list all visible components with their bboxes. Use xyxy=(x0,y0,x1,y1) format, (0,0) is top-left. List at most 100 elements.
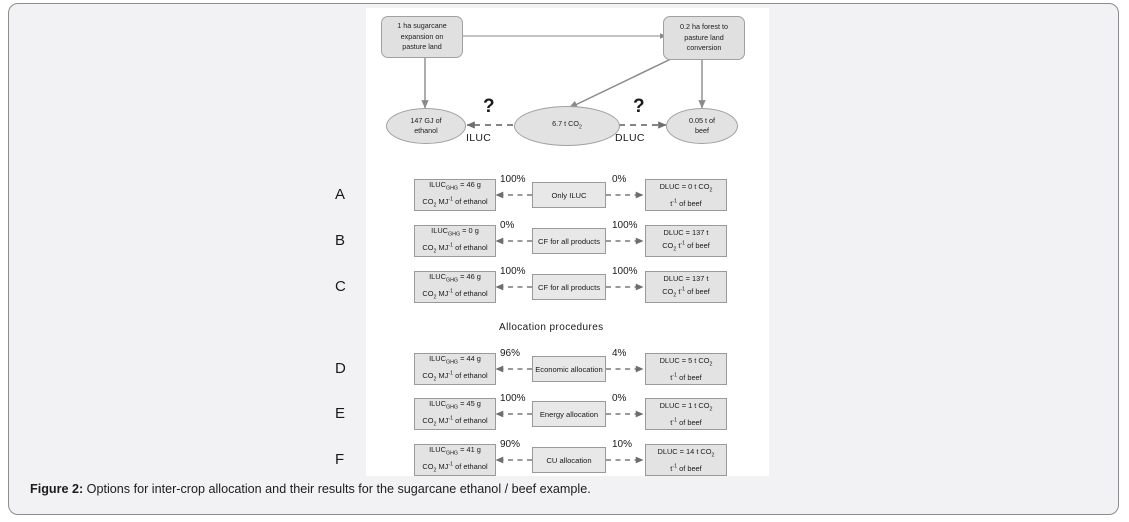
iluc-label-f: ILUCGHG = 41 g CO2 MJ-1 of ethanol xyxy=(422,444,487,476)
row-letter-b: B xyxy=(335,232,346,249)
iluc-unit: CO2 MJ-1 of ethanol xyxy=(422,196,488,209)
caption-text: Options for inter-crop allocation and th… xyxy=(83,482,591,496)
iluc-subscript: GHG xyxy=(445,277,459,284)
allocation-method-label: CF for all products xyxy=(537,282,601,292)
dluc-text: DLUC = 14 t CO2 t-1 of beef xyxy=(658,446,715,474)
allocation-method-label: CF for all products xyxy=(537,236,601,246)
node-co2-emissions: 6.7 t CO2 xyxy=(514,106,620,146)
dluc-line1: DLUC = 1 t CO2 xyxy=(659,401,713,413)
iluc-unit: CO2 MJ-1 of ethanol xyxy=(422,288,488,301)
dluc-result-box-f: DLUC = 14 t CO2 t-1 of beef xyxy=(645,444,727,476)
dluc-text: DLUC = 1 t CO2 t-1 of beef xyxy=(660,400,713,428)
dluc-line2: t-1 of beef xyxy=(670,417,702,427)
iluc-name: ILUC xyxy=(429,179,446,189)
node-beef-output: 0.05 t of beef xyxy=(666,108,738,144)
iluc-unit: CO2 MJ-1 of ethanol xyxy=(422,370,488,383)
dluc-text: DLUC = 137 t CO2 t-1 of beef xyxy=(662,273,710,301)
iluc-label-a: ILUCGHG = 46 g CO2 MJ-1 of ethanol xyxy=(422,179,487,211)
iluc-name: ILUC xyxy=(429,353,446,363)
iluc-subscript: GHG xyxy=(445,450,459,457)
node-ethanol-output: 147 GJ of ethanol xyxy=(386,108,466,144)
dluc-line2: CO2 t-1 of beef xyxy=(662,240,710,252)
allocation-method-box-e: Energy allocation xyxy=(532,401,606,427)
allocation-method-box-c: CF for all products xyxy=(532,274,606,300)
iluc-label-b: ILUCGHG = 0 g CO2 MJ-1 of ethanol xyxy=(422,225,487,257)
dluc-line1: DLUC = 14 t CO2 xyxy=(657,447,715,459)
dluc-result-box-e: DLUC = 1 t CO2 t-1 of beef xyxy=(645,398,727,430)
allocation-method-label: CU allocation xyxy=(546,455,592,465)
allocation-method-box-d: Economic allocation xyxy=(532,356,606,382)
figure-card: 1 ha sugarcane expansion on pasture land… xyxy=(8,3,1119,515)
iluc-value: = 44 g xyxy=(458,353,481,363)
node-forest-conversion: 0.2 ha forest to pasture land conversion xyxy=(663,16,745,60)
left-percentage-e: 100% xyxy=(500,393,526,404)
allocation-method-box-b: CF for all products xyxy=(532,228,606,254)
dluc-text: DLUC = 137 t CO2 t-1 of beef xyxy=(662,227,710,255)
dluc-line1: DLUC = 137 t xyxy=(663,228,709,238)
left-percentage-d: 96% xyxy=(500,348,521,359)
question-mark-iluc: ? xyxy=(483,96,495,117)
node-sugarcane-expansion: 1 ha sugarcane expansion on pasture land xyxy=(381,16,463,58)
co2-subscript: 2 xyxy=(578,124,582,131)
forest-line3: conversion xyxy=(686,43,722,53)
label-iluc: ILUC xyxy=(466,132,492,144)
iluc-unit: CO2 MJ-1 of ethanol xyxy=(422,461,488,474)
iluc-label-c: ILUCGHG = 46 g CO2 MJ-1 of ethanol xyxy=(422,271,487,303)
figure-caption: Figure 2: Options for inter-crop allocat… xyxy=(30,482,1090,496)
sugarcane-line2: expansion on xyxy=(400,31,444,41)
iluc-name: ILUC xyxy=(431,225,448,235)
allocation-procedures-title: Allocation procedures xyxy=(499,322,604,333)
iluc-name: ILUC xyxy=(429,271,446,281)
allocation-method-box-f: CU allocation xyxy=(532,447,606,473)
right-percentage-c: 100% xyxy=(612,266,638,277)
right-percentage-a: 0% xyxy=(612,174,627,185)
dluc-line2: t-1 of beef xyxy=(670,463,702,473)
left-percentage-f: 90% xyxy=(500,439,521,450)
right-percentage-e: 0% xyxy=(612,393,627,404)
iluc-result-box-b: ILUCGHG = 0 g CO2 MJ-1 of ethanol xyxy=(414,225,496,257)
dluc-result-box-a: DLUC = 0 t CO2 t-1 of beef xyxy=(645,179,727,211)
row-letter-e: E xyxy=(335,405,346,422)
left-percentage-b: 0% xyxy=(500,220,515,231)
iluc-result-box-a: ILUCGHG = 46 g CO2 MJ-1 of ethanol xyxy=(414,179,496,211)
row-letter-d: D xyxy=(335,360,346,377)
dluc-line2: t-1 of beef xyxy=(670,198,702,208)
allocation-method-label: Energy allocation xyxy=(539,409,599,419)
beef-line1: 0.05 t of xyxy=(689,116,715,125)
iluc-value: = 41 g xyxy=(458,444,481,454)
sugarcane-line3: pasture land xyxy=(402,42,442,52)
iluc-value: = 46 g xyxy=(458,179,481,189)
right-percentage-d: 4% xyxy=(612,348,627,359)
iluc-unit: CO2 MJ-1 of ethanol xyxy=(422,242,488,255)
ethanol-line2: ethanol xyxy=(414,126,438,135)
label-dluc: DLUC xyxy=(615,132,645,144)
iluc-value: = 46 g xyxy=(458,271,481,281)
row-letter-f: F xyxy=(335,451,345,468)
question-mark-dluc: ? xyxy=(633,96,645,117)
iluc-name: ILUC xyxy=(429,398,446,408)
left-percentage-c: 100% xyxy=(500,266,526,277)
forest-line1: 0.2 ha forest to xyxy=(680,22,728,32)
dluc-line2: CO2 t-1 of beef xyxy=(662,286,710,298)
dluc-line1: DLUC = 137 t xyxy=(663,274,709,284)
right-percentage-f: 10% xyxy=(612,439,633,450)
figure-image-panel: 1 ha sugarcane expansion on pasture land… xyxy=(335,8,769,476)
dluc-line1: DLUC = 0 t CO2 xyxy=(659,182,713,194)
iluc-value: = 45 g xyxy=(458,398,481,408)
iluc-subscript: GHG xyxy=(448,231,461,238)
sugarcane-line1: 1 ha sugarcane xyxy=(397,21,447,31)
row-letter-c: C xyxy=(335,278,346,295)
iluc-name: ILUC xyxy=(429,444,446,454)
iluc-value: = 0 g xyxy=(460,225,479,235)
right-percentage-b: 100% xyxy=(612,220,638,231)
row-letter-a: A xyxy=(335,186,346,203)
iluc-subscript: GHG xyxy=(445,185,459,192)
iluc-result-box-d: ILUCGHG = 44 g CO2 MJ-1 of ethanol xyxy=(414,353,496,385)
allocation-method-label: Only ILUC xyxy=(551,190,587,200)
iluc-label-d: ILUCGHG = 44 g CO2 MJ-1 of ethanol xyxy=(422,353,487,385)
iluc-result-box-f: ILUCGHG = 41 g CO2 MJ-1 of ethanol xyxy=(414,444,496,476)
iluc-subscript: GHG xyxy=(445,359,459,366)
